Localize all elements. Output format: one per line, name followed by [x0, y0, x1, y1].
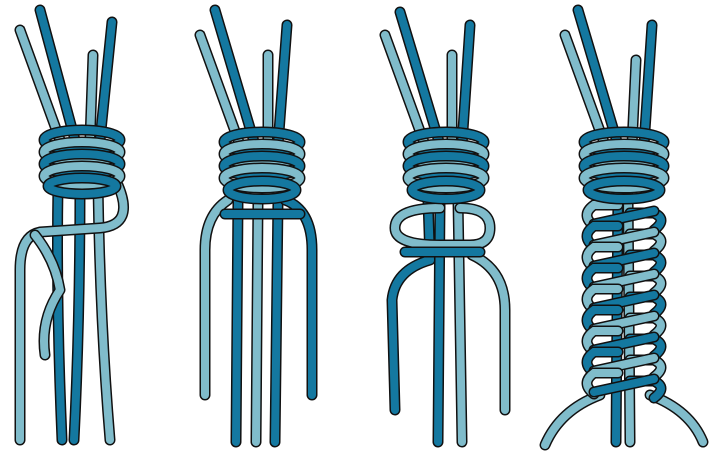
cord: [205, 200, 228, 395]
step-3-cords: [385, 12, 505, 442]
step-4-knot-sennit: [587, 205, 661, 398]
cord: [275, 200, 278, 442]
cord-end: [644, 25, 652, 145]
step-2-illustration: [200, 10, 312, 442]
cord: [236, 200, 238, 442]
cord-end: [462, 25, 470, 145]
cord: [458, 200, 462, 442]
cord: [256, 200, 258, 442]
step-2-cords: [200, 10, 312, 442]
cord: [58, 185, 63, 440]
step-4-head-knot: [584, 132, 664, 199]
cord: [438, 200, 440, 442]
step-1-cords: [20, 10, 124, 440]
step-2-head-knot: [224, 132, 300, 199]
step-1-head-knot: [44, 130, 120, 194]
step-3-head-knot: [408, 132, 484, 199]
step-1-illustration: [20, 10, 124, 440]
step-3-illustration: [385, 12, 505, 442]
step-4-cords: [545, 10, 703, 445]
cord-end: [278, 25, 287, 145]
step-4-illustration: [545, 10, 703, 445]
